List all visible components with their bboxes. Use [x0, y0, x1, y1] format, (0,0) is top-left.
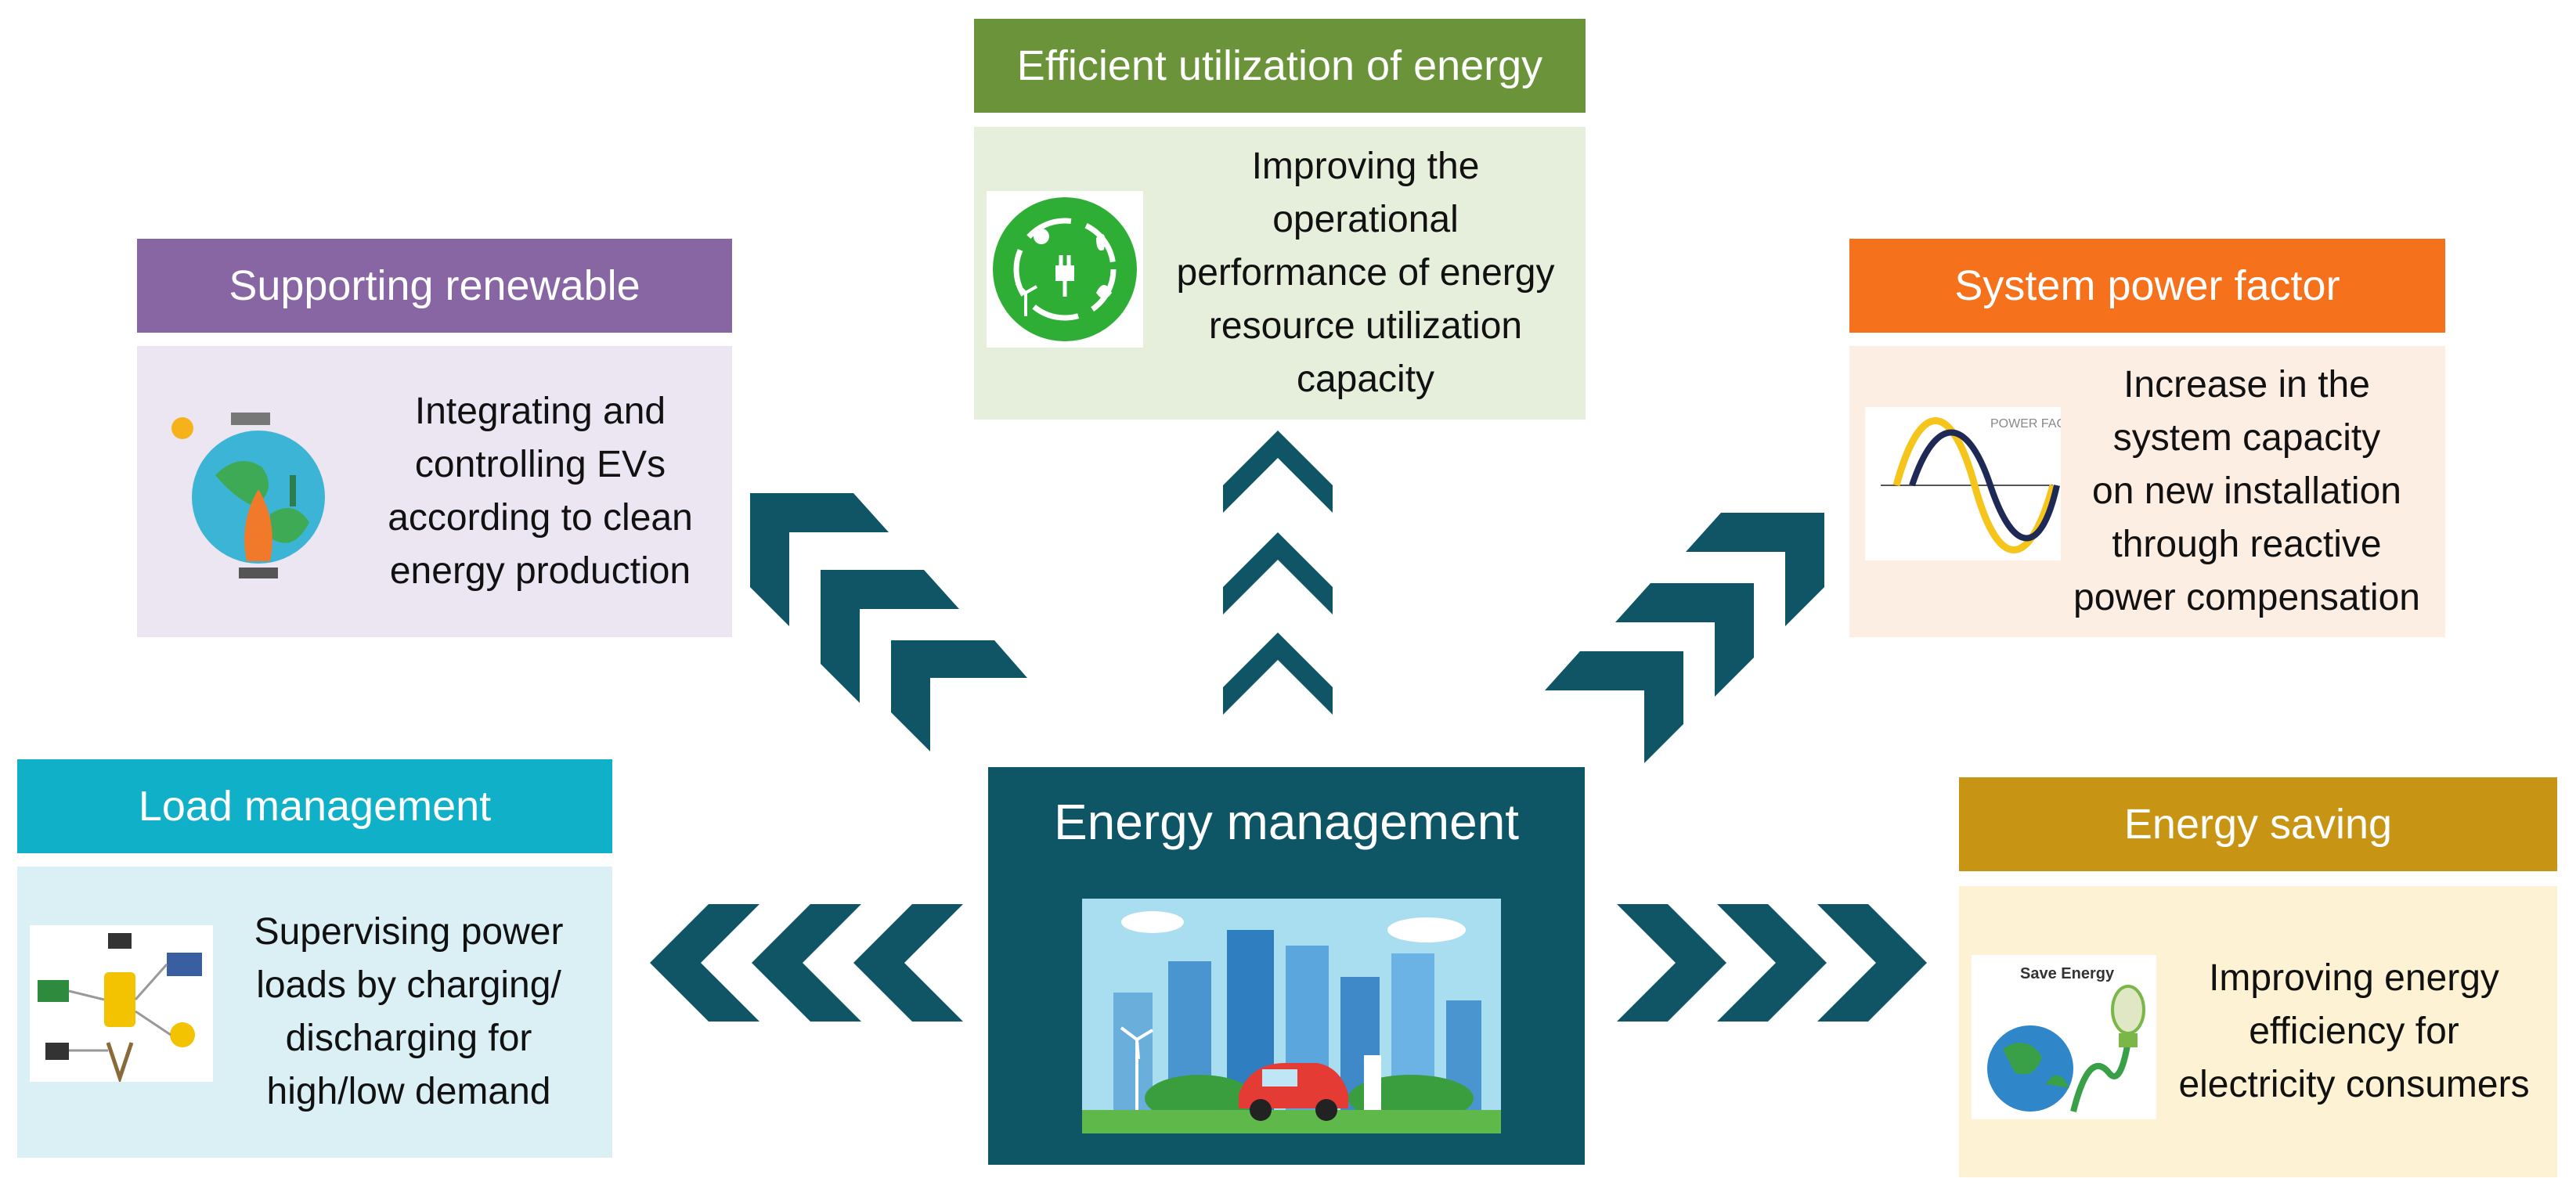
load-network-icon [30, 925, 213, 1082]
load-title: Load management [138, 783, 492, 830]
save-energy-bulb-icon: Save Energy [1972, 955, 2156, 1119]
chevron-up-right-icon [1545, 651, 1683, 763]
efficient-title: Efficient utilization of energy [1016, 42, 1543, 89]
chevron-left-icon [752, 904, 861, 1022]
chevron-right-icon [1617, 904, 1726, 1022]
renewable-text: Integrating and controlling EVs accordin… [388, 391, 693, 592]
chevron-right-icon [1717, 904, 1827, 1022]
city-ev-charging-illustration [1082, 899, 1501, 1133]
chevron-up-icon [1223, 632, 1333, 715]
chevron-up-icon [1223, 532, 1333, 614]
chevron-left-icon [650, 904, 759, 1022]
power-factor-wave-icon: POWER FACTOR [1865, 407, 2061, 560]
renewable-header: Supporting renewable [137, 239, 732, 333]
power-factor-text: Increase in the system capacity on new i… [2073, 364, 2420, 618]
chevron-up-left-icon [821, 570, 959, 703]
saving-header: Energy saving [1959, 777, 2557, 871]
chevron-up-left-icon [750, 493, 889, 626]
chevron-up-right-icon [1686, 513, 1824, 626]
center-title: Energy management [1053, 794, 1520, 850]
efficient-header: Efficient utilization of energy [974, 19, 1586, 113]
renewable-body: Integrating and controlling EVs accordin… [137, 346, 732, 637]
load-text: Supervising power loads by charging/ dis… [254, 911, 564, 1112]
efficient-body: Improving the operational performance of… [974, 127, 1586, 420]
center-box: Energy management [988, 767, 1585, 1165]
chevron-right-icon [1817, 904, 1927, 1022]
power-factor-icon-label: POWER FACTOR [1990, 417, 2061, 431]
power-factor-body: POWER FACTOR Increase in the system capa… [1849, 346, 2445, 637]
globe-renewable-icon [161, 405, 356, 585]
chevron-up-right-icon [1615, 583, 1754, 697]
power-factor-title: System power factor [1954, 262, 2340, 309]
load-header: Load management [17, 759, 612, 853]
green-energy-circle-icon [987, 191, 1143, 348]
power-factor-header: System power factor [1849, 239, 2445, 333]
renewable-title: Supporting renewable [229, 262, 640, 309]
chevron-left-icon [853, 904, 963, 1022]
chevron-up-left-icon [891, 640, 1027, 751]
efficient-text: Improving the operational performance of… [1176, 146, 1555, 400]
save-energy-icon-label: Save Energy [2020, 965, 2115, 982]
load-body: Supervising power loads by charging/ dis… [17, 867, 612, 1158]
saving-title: Energy saving [2123, 801, 2393, 848]
chevron-up-icon [1223, 431, 1333, 513]
saving-text: Improving energy efficiency for electric… [2178, 957, 2530, 1105]
saving-body: Save Energy Improving energy efficiency … [1959, 886, 2557, 1177]
